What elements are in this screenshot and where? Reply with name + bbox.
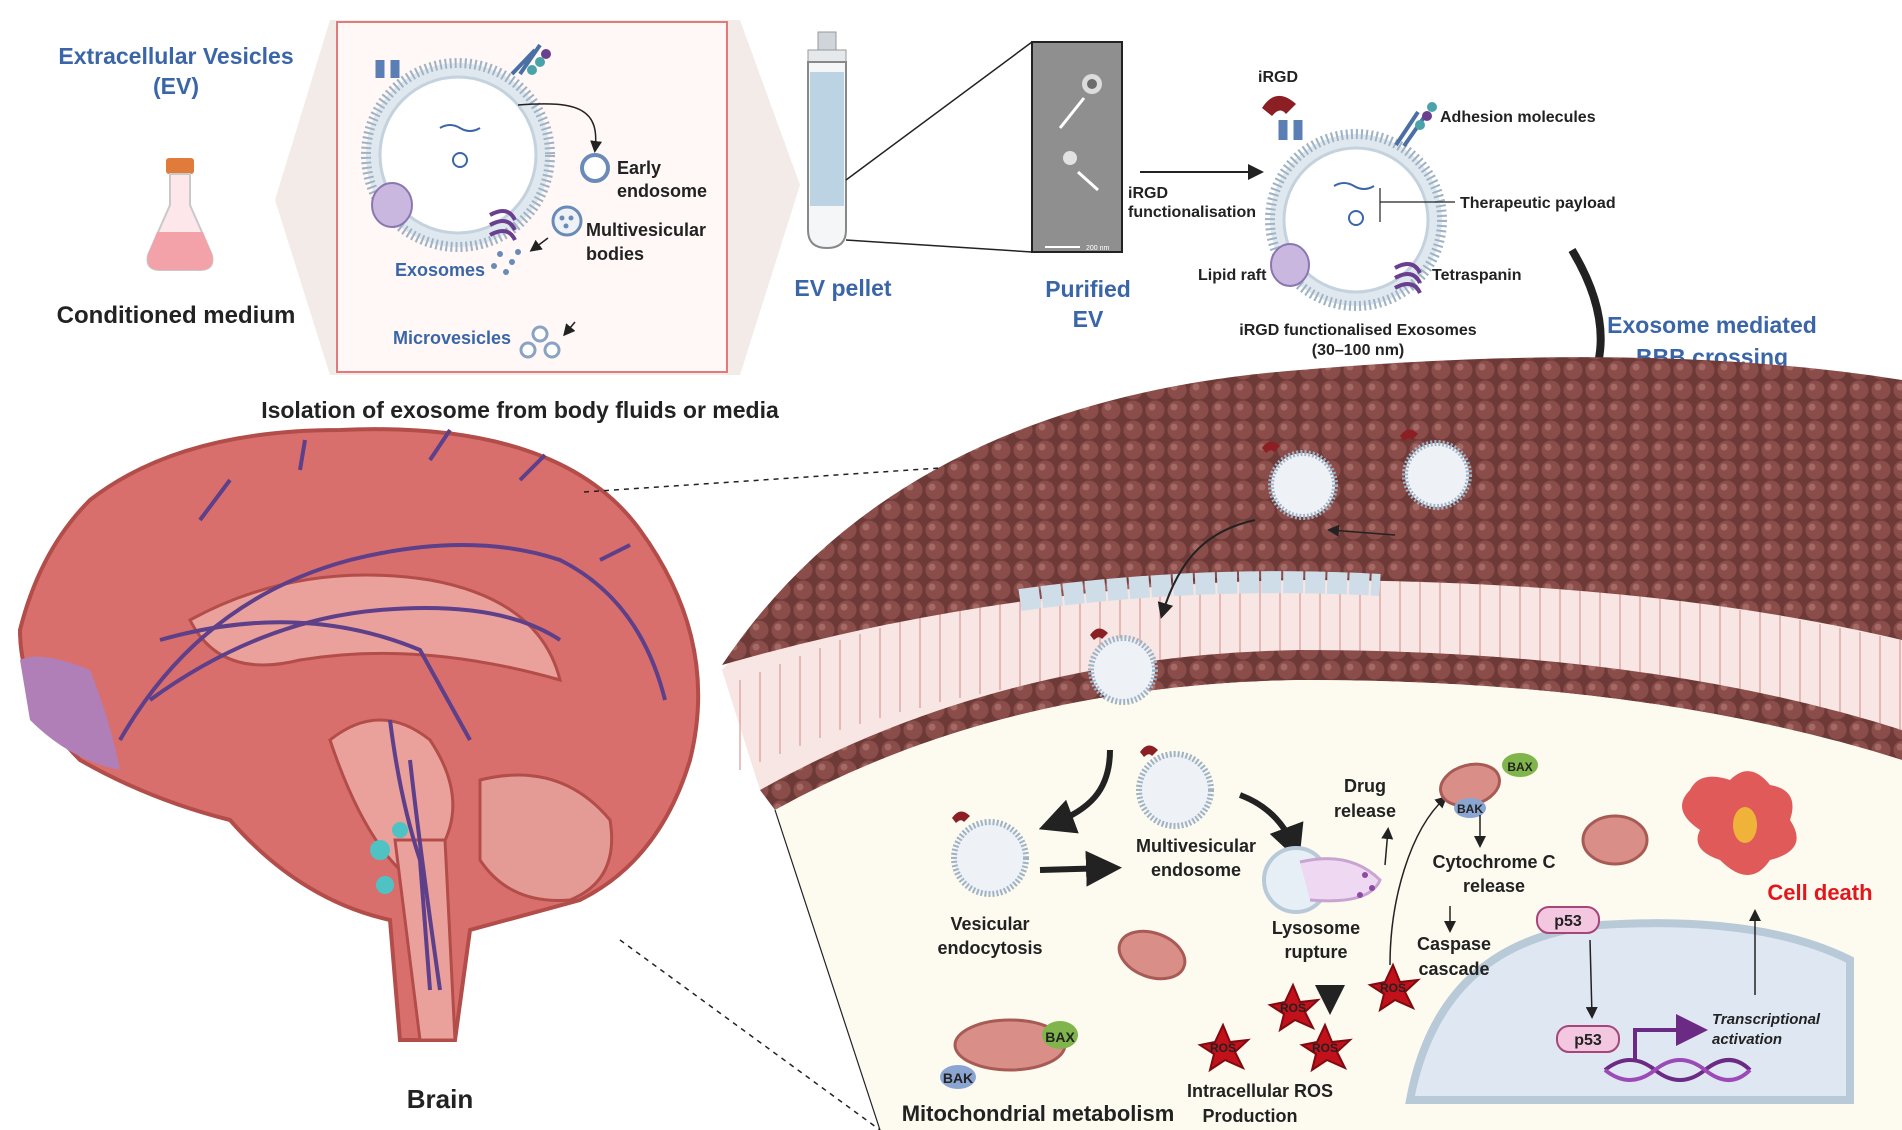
cell-death-label: Cell death (1767, 880, 1872, 905)
early-endosome-icon (580, 153, 610, 183)
mitochondrion-bax-bak: BAX BAK (940, 1018, 1078, 1089)
cytochrome-c-label: Cytochrome C (1432, 852, 1555, 872)
ros-label-1: ROS (1380, 981, 1406, 995)
functionalised-exosome (1262, 95, 1447, 311)
bax-label-top: BAX (1507, 760, 1532, 774)
therapeutic-payload-label: Therapeutic payload (1460, 195, 1616, 212)
bak-label: BAK (943, 1070, 973, 1086)
vesicular-endocytosis-label-2: endocytosis (937, 938, 1042, 958)
biogenesis-cell (361, 43, 555, 252)
adhesion-molecules-label: Adhesion molecules (1440, 109, 1596, 126)
intracellular-ros-label: Intracellular ROS (1187, 1081, 1333, 1101)
early-endosome-label-2: endosome (617, 181, 707, 201)
exosome-dots (491, 249, 521, 275)
brain-label: Brain (407, 1084, 473, 1114)
multivesicular-endosome-label: Multivesicular (1136, 836, 1256, 856)
lysosome-rupture-label-2: rupture (1285, 942, 1348, 962)
multivesicular-endosome-label-2: endosome (1151, 860, 1241, 880)
irgd-functionalisation-label-2: functionalisation (1128, 204, 1256, 221)
transcriptional-label-2: activation (1712, 1031, 1782, 1048)
multivesicular-bodies-label-2: bodies (586, 244, 644, 264)
purified-ev-label-2: EV (1073, 306, 1104, 332)
brain-illustration (17, 427, 701, 1042)
irgd-label: iRGD (1258, 69, 1298, 86)
intracellular-ros-label-2: Production (1203, 1106, 1298, 1126)
irgd-functionalisation-label: iRGD (1128, 185, 1168, 202)
drug-release-label: Drug (1344, 776, 1386, 796)
mitochondrion-top: BAX BAK (1439, 753, 1538, 818)
lysosome-icon (1262, 846, 1382, 914)
multivesicular-endosome-exosome (1136, 745, 1214, 829)
vesicular-endocytosis-label: Vesicular (950, 914, 1029, 934)
purified-ev-label: Purified (1045, 276, 1131, 302)
drug-release-label-2: release (1334, 801, 1396, 821)
membrane-exosome-1 (1262, 441, 1338, 520)
nucleus: p53 p53 (1405, 906, 1854, 1104)
microvesicle-icons (519, 325, 561, 359)
mitochondrial-metabolism-label: Mitochondrial metabolism (902, 1101, 1175, 1126)
dead-cell-icon (1682, 771, 1797, 875)
bax-label: BAX (1045, 1029, 1075, 1045)
multivesicular-bodies-label: Multivesicular (586, 220, 706, 240)
tetraspanin-label: Tetraspanin (1432, 267, 1522, 284)
bbb-title: Exosome mediated (1607, 312, 1817, 338)
ev-title-2: (EV) (153, 73, 199, 99)
mitochondrion-right (1581, 814, 1649, 866)
mitochondrion-small (1117, 929, 1187, 981)
caspase-label-2: cascade (1418, 959, 1489, 979)
lysosome-rupture-label: Lysosome (1272, 918, 1360, 938)
vesicular-endocytosis-exosome (951, 811, 1029, 897)
ev-title: Extracellular Vesicles (58, 43, 293, 69)
microvesicles-label: Microvesicles (393, 328, 511, 348)
early-endosome-label: Early (617, 158, 661, 178)
functionalised-caption-2: (30–100 nm) (1312, 342, 1405, 359)
bak-label-top: BAK (1457, 802, 1483, 816)
ev-pellet-label: EV pellet (794, 275, 891, 301)
tem-micrograph: 200 nm (1031, 41, 1123, 253)
scale-bar-label: 200 nm (1086, 245, 1110, 252)
ros-label-2: ROS (1280, 1001, 1306, 1015)
exosomes-label: Exosomes (395, 260, 485, 280)
conditioned-medium-label: Conditioned medium (57, 302, 296, 329)
membrane-exosome-2 (1400, 429, 1472, 510)
p53-label-2: p53 (1574, 1032, 1602, 1049)
ev-pellet-tube-icon (807, 31, 847, 250)
cytochrome-c-label-2: release (1463, 876, 1525, 896)
ros-label-3: ROS (1210, 1041, 1236, 1055)
isolation-caption: Isolation of exosome from body fluids or… (261, 397, 779, 423)
lipid-raft-label: Lipid raft (1198, 267, 1267, 284)
functionalised-caption: iRGD functionalised Exosomes (1239, 322, 1476, 339)
membrane-exosome-3 (1088, 628, 1158, 705)
flask-icon (146, 158, 214, 271)
p53-label-1: p53 (1554, 913, 1582, 930)
multivesicular-body-icon (551, 205, 583, 237)
caspase-label: Caspase (1417, 934, 1491, 954)
ros-stars (1197, 962, 1421, 1073)
transcriptional-label: Transcriptional (1712, 1011, 1821, 1028)
ros-label-4: ROS (1312, 1041, 1338, 1055)
